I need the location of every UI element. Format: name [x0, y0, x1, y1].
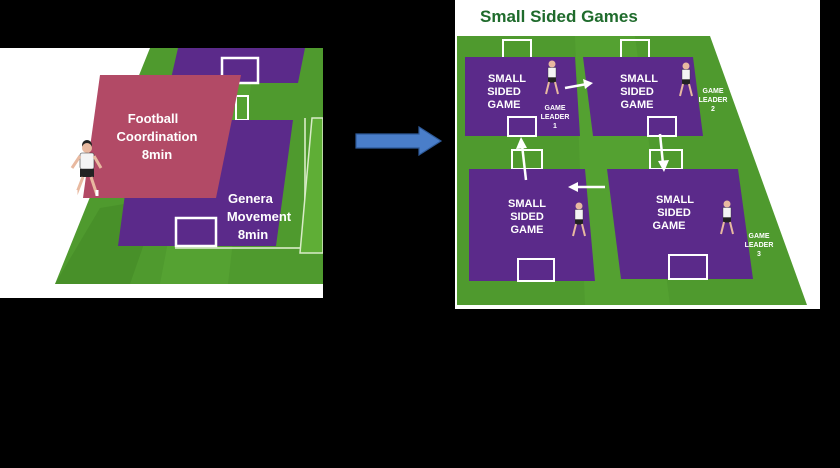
goal-box: [668, 254, 708, 280]
leader-2-line1: GAME: [703, 88, 724, 95]
leader-2-line2: LEADER: [699, 97, 728, 104]
small-sided-games-panel: Small Sided Games SMALL SIDED GAME GAME …: [455, 0, 820, 309]
movement-label-line2: Movement: [227, 209, 292, 224]
panel-title: Small Sided Games: [480, 7, 638, 26]
arrow-right-icon: [355, 125, 443, 157]
goal-box: [220, 56, 260, 85]
coordination-label-line3: 8min: [142, 147, 172, 162]
movement-label-line1: Genera: [228, 191, 274, 206]
leader-1-line1: GAME: [545, 105, 566, 112]
area-1-label-line2: SIDED: [487, 86, 521, 98]
movement-label-line3: 8min: [238, 227, 268, 242]
football-coordination-area: [83, 75, 241, 198]
leader-3-line3: 3: [757, 251, 761, 258]
player-figure: [545, 60, 559, 95]
area-3-label-line2: SIDED: [510, 211, 544, 223]
area-top: [170, 48, 305, 83]
area-2-label-line1: SMALL: [620, 73, 658, 85]
area-1-label-line3: GAME: [488, 99, 521, 111]
goal-box: [174, 216, 218, 248]
player-figure: [679, 62, 693, 97]
small-sided-games-diagram: Small Sided Games SMALL SIDED GAME GAME …: [457, 7, 807, 305]
coordination-label-line2: Coordination: [117, 129, 198, 144]
goal-box: [517, 258, 555, 282]
coordination-label-line1: Football: [128, 111, 179, 126]
leader-3-line1: GAME: [749, 233, 770, 240]
rotation-arrow: [658, 133, 669, 172]
area-2-label-line3: GAME: [621, 99, 654, 111]
transition-arrow: [355, 125, 443, 157]
area-1-label-line1: SMALL: [488, 73, 526, 85]
leader-1-line3: 1: [553, 123, 557, 130]
leader-1-line2: LEADER: [541, 114, 570, 121]
area-4: [607, 169, 753, 279]
leader-3-line2: LEADER: [745, 242, 774, 249]
area-2-label-line2: SIDED: [620, 86, 654, 98]
rotation-arrow: [564, 79, 593, 90]
rotation-arrow: [568, 182, 605, 192]
goal-box: [647, 116, 677, 137]
goal-box: [507, 116, 537, 137]
area-4-label-line2: SIDED: [657, 207, 691, 219]
area-3-label-line3: GAME: [511, 224, 544, 236]
area-4-label-line3: GAME: [653, 220, 686, 232]
side-area: [299, 117, 323, 254]
area-3-label-line1: SMALL: [508, 198, 546, 210]
drill-layout-diagram: Genera Movement 8min Football Coordinati…: [55, 48, 323, 284]
leader-2-line3: 2: [711, 106, 715, 113]
area-4-label-line1: SMALL: [656, 194, 694, 206]
rotation-arrow: [516, 137, 528, 181]
drill-layout-panel: Genera Movement 8min Football Coordinati…: [0, 48, 323, 298]
area-1: [465, 57, 580, 136]
area-3: [469, 169, 595, 281]
player-figure: [720, 200, 734, 235]
player-figure: [70, 140, 103, 196]
player-figure: [572, 202, 586, 237]
